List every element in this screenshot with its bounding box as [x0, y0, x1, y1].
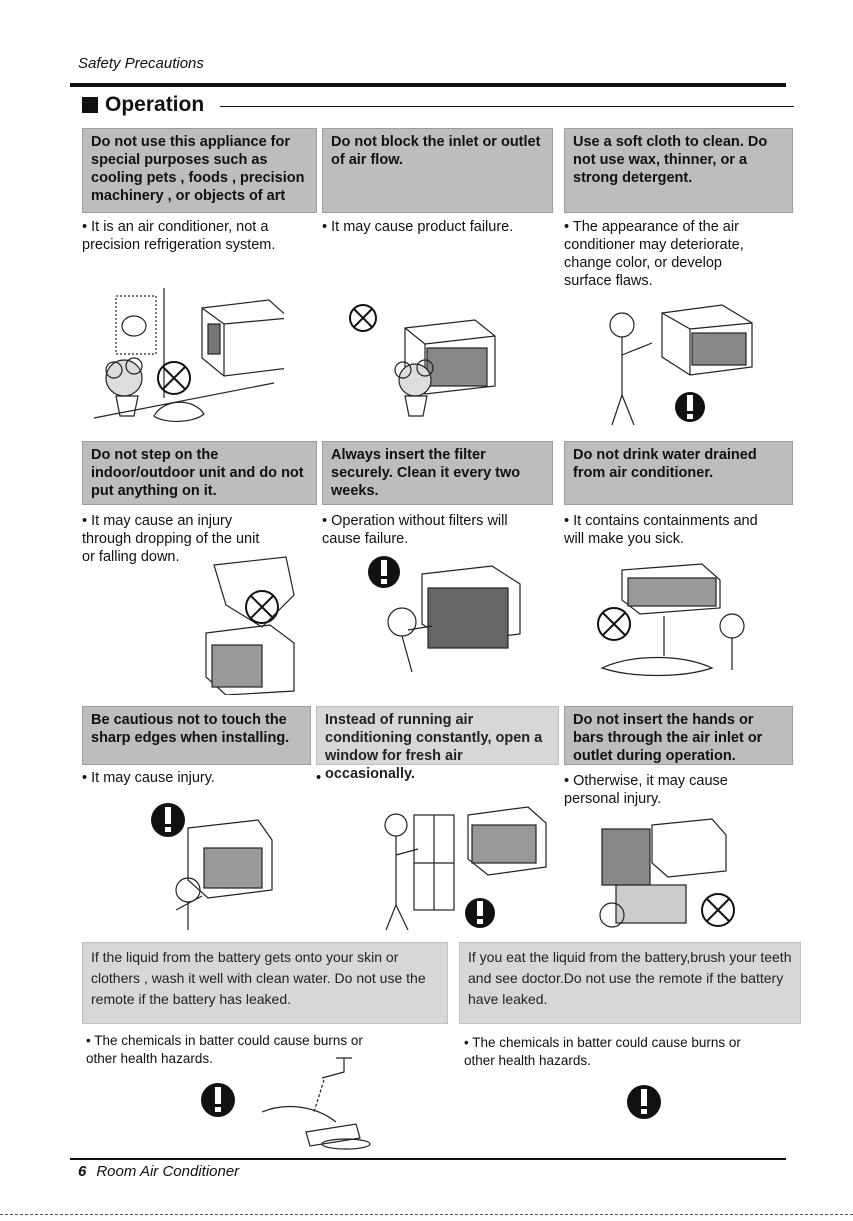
note-insert-filter: • Operation without filters will cause f… — [322, 513, 508, 547]
note-battery-eat: • The chemicals in batter could cause bu… — [464, 1035, 741, 1068]
note-special-purposes: • It is an air conditioner, not a precis… — [82, 219, 276, 253]
warning-box-special-purposes: Do not use this appliance for special pu… — [82, 128, 317, 213]
warning-box-do-not-step: Do not step on the indoor/outdoor unit a… — [82, 441, 317, 505]
warning-box-insert-filter: Always insert the filter securely. Clean… — [322, 441, 553, 505]
note-drinking-water: • It contains containments and will make… — [564, 513, 758, 547]
note-do-not-step: • It may cause an injury through droppin… — [82, 513, 260, 565]
page-edge-dashed-line — [0, 1214, 853, 1215]
hands-in-outlet-illustration — [599, 818, 735, 928]
caution-icon — [627, 1085, 661, 1119]
footer-rule — [70, 1158, 786, 1160]
warning-box-block-inlet: Do not block the inlet or outlet of air … — [322, 128, 553, 213]
page-footer: 6 Room Air Conditioner — [78, 1163, 239, 1180]
warning-box-soft-cloth: Use a soft cloth to clean. Do not use wa… — [564, 128, 793, 213]
insert-filter-illustration — [368, 556, 521, 672]
section-title-rule — [220, 106, 794, 107]
pets-near-air-conditioner-illustration — [93, 288, 284, 422]
object-on-unit-illustration — [205, 556, 295, 695]
blocked-air-flow-illustration — [349, 304, 496, 417]
open-window-illustration — [384, 806, 547, 930]
washing-hands-illustration — [201, 1057, 371, 1150]
battery-eat-warning: If you eat the liquid from the battery,b… — [459, 942, 801, 1024]
note-fresh-air: • — [316, 770, 322, 786]
square-bullet-icon — [82, 97, 98, 113]
section-title: Operation — [105, 93, 205, 116]
note-insert-hands: • Otherwise, it may cause personal injur… — [564, 773, 728, 807]
cleaning-with-cloth-illustration — [609, 304, 753, 425]
warning-box-insert-hands: Do not insert the hands or bars through … — [564, 706, 793, 765]
section-label: Safety Precautions — [78, 55, 204, 72]
section-heading: Operation — [82, 93, 204, 117]
drained-water-illustration — [597, 563, 745, 677]
note-block-inlet: • It may cause product failure. — [322, 219, 514, 235]
sharp-edges-illustration — [151, 803, 273, 930]
note-battery-skin: • The chemicals in batter could cause bu… — [86, 1033, 363, 1066]
note-sharp-edges: • It may cause injury. — [82, 770, 215, 786]
battery-skin-warning: If the liquid from the battery gets onto… — [82, 942, 448, 1024]
document-title: Room Air Conditioner — [96, 1163, 240, 1180]
tip-box-fresh-air: Instead of running air conditioning cons… — [316, 706, 559, 782]
note-soft-cloth: • The appearance of the air conditioner … — [564, 219, 744, 289]
header-rule — [70, 83, 786, 87]
warning-box-sharp-edges: Be cautious not to touch the sharp edges… — [82, 706, 311, 765]
warning-box-drinking-water: Do not drink water drained from air cond… — [564, 441, 793, 505]
page-number: 6 — [78, 1163, 87, 1180]
